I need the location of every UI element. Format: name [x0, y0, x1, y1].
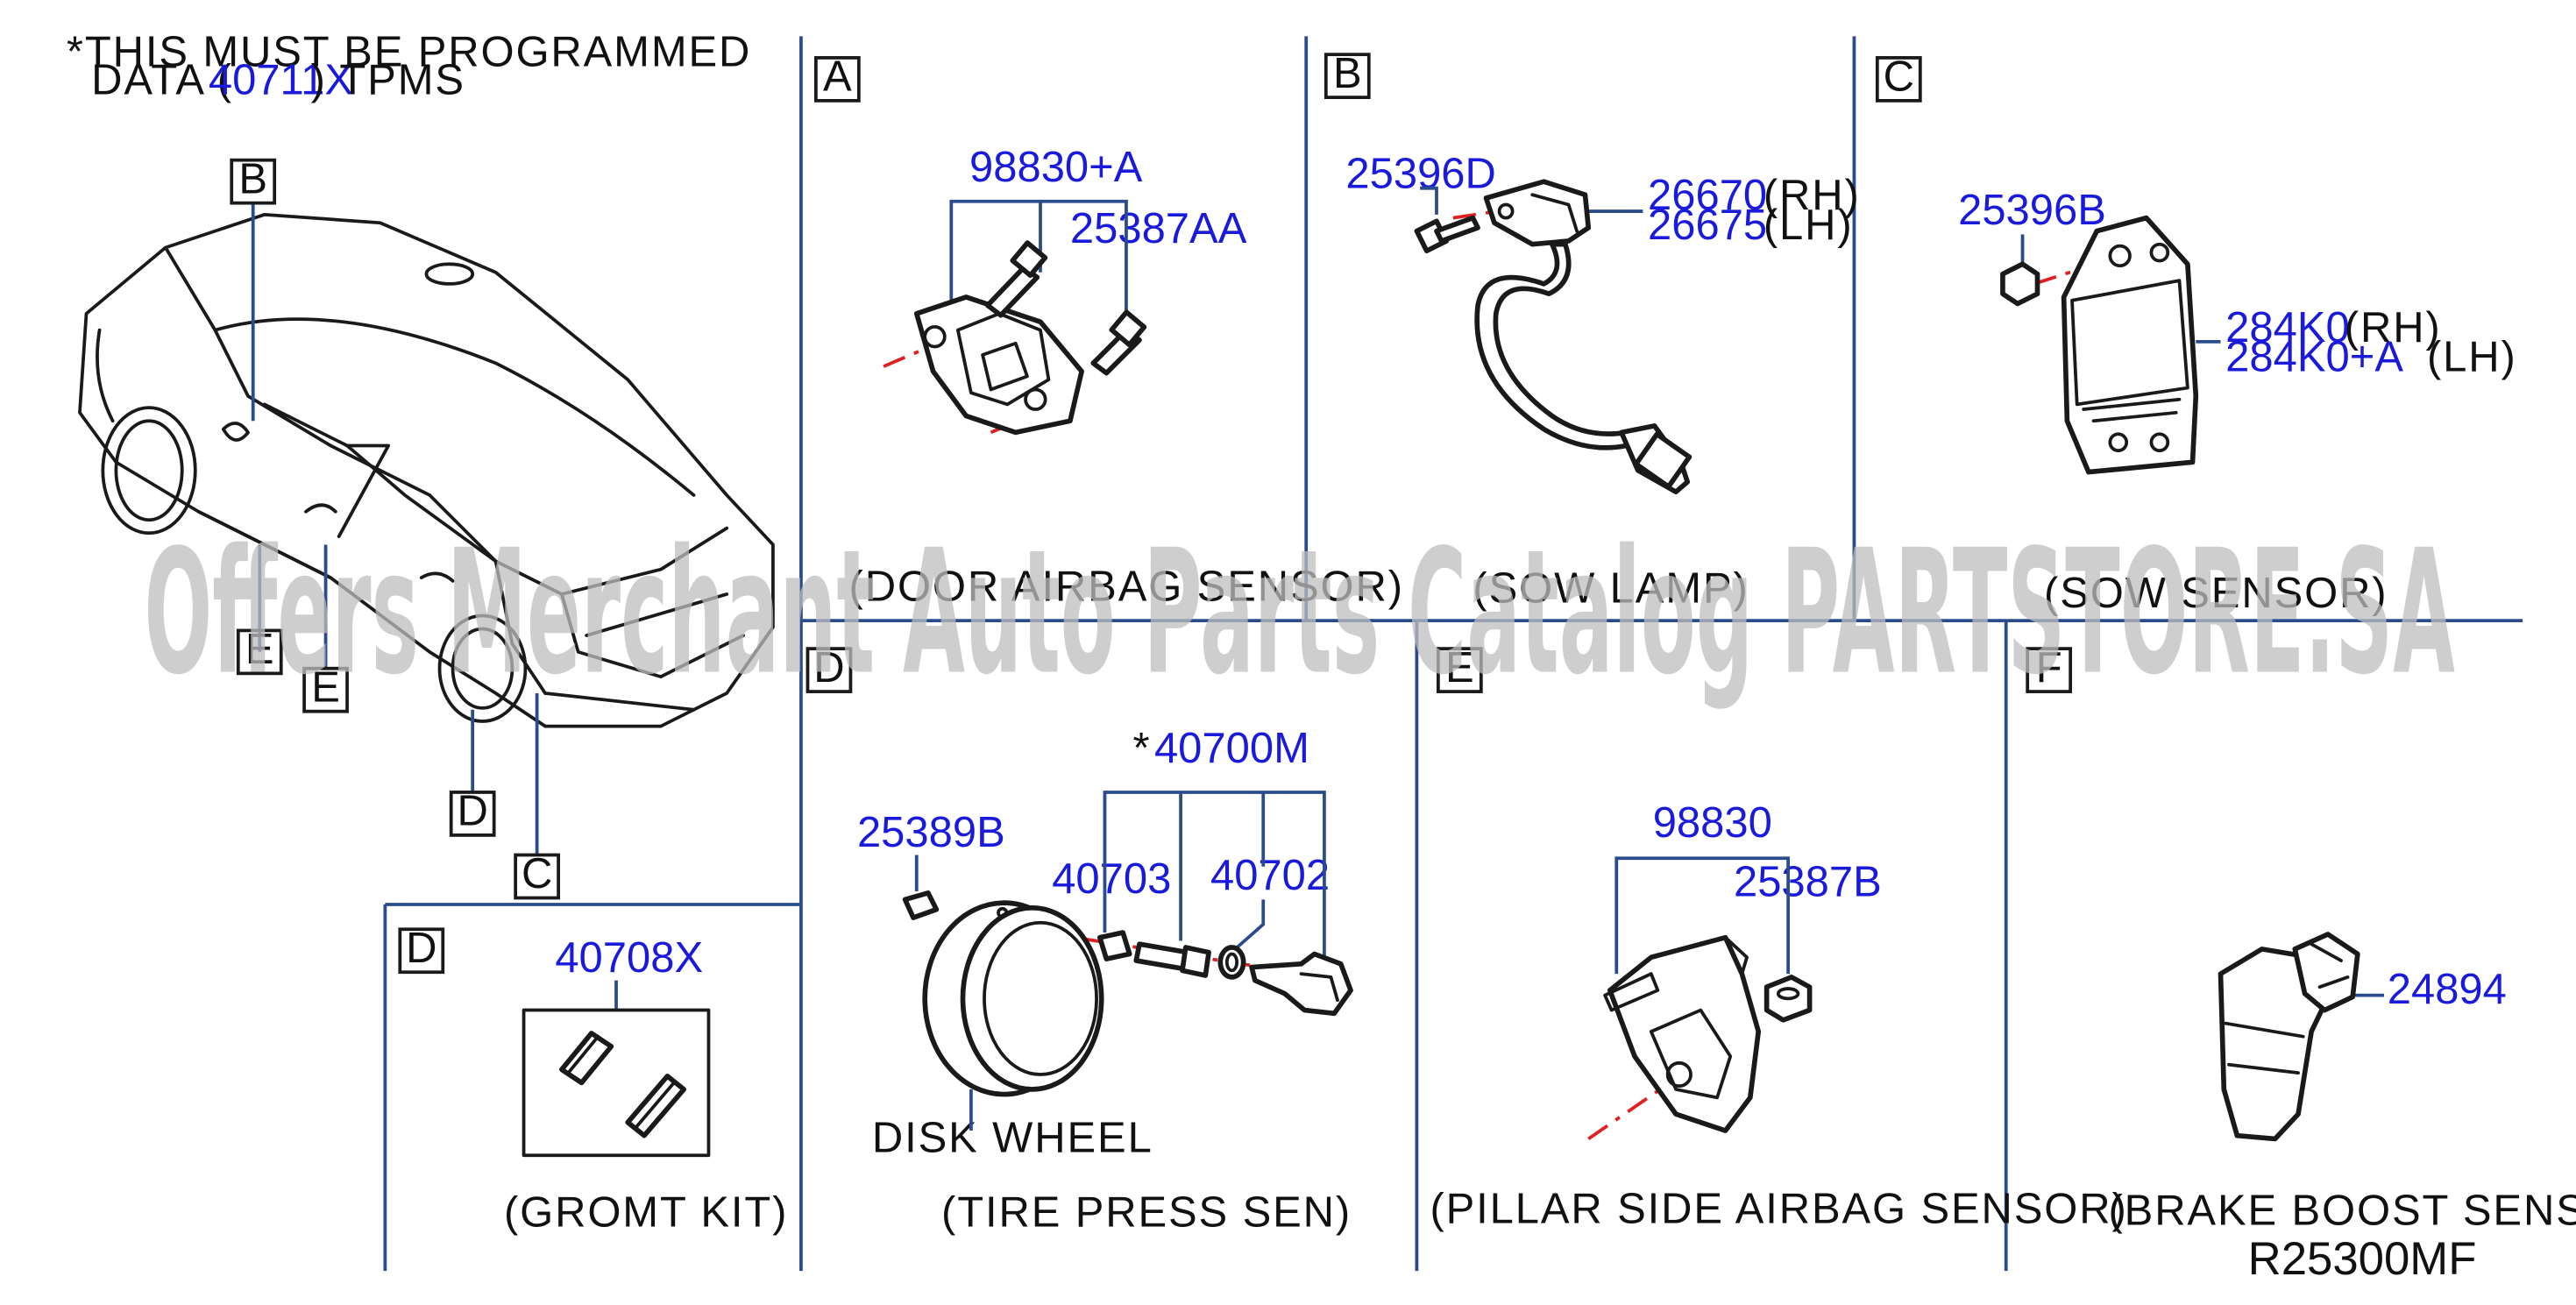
panel-grid [383, 36, 2523, 1272]
panel-c-letter: C [1884, 53, 1914, 101]
bolt-25387aa [984, 240, 1147, 376]
programming-note: *THIS MUST BE PROGRAMMED DATA ( 40711X )… [67, 28, 751, 103]
panel-f-caption: (BRAKE BOOST SENSOR) [2108, 1187, 2576, 1234]
nut-25396b [2000, 261, 2040, 307]
disk-wheel-label: DISK WHEEL [872, 1115, 1153, 1162]
panel-d-caption: (TIRE PRESS SEN) [941, 1188, 1352, 1236]
part-number-40700m[interactable]: 40700M [1154, 725, 1309, 772]
nut-25387b [1763, 975, 1813, 1023]
panel-d-small-caption: (GROMT KIT) [504, 1188, 788, 1236]
grommet-40702 [1217, 945, 1246, 980]
panel-d-letter: D [813, 644, 844, 692]
note-data-prefix: DATA ( [91, 56, 233, 103]
part-number-25387b[interactable]: 25387B [1734, 859, 1882, 906]
note-data-suffix: ) TPMS [311, 56, 465, 103]
brake-boost-sensor [2218, 932, 2360, 1142]
callout-c[interactable]: C [522, 850, 552, 897]
part-number-25389b[interactable]: 25389B [857, 809, 1005, 856]
part-number-26670[interactable]: 26670 [1648, 172, 1767, 219]
part-number-26675[interactable]: 26675 [1648, 202, 1767, 249]
part-number-25387aa[interactable]: 25387AA [1070, 205, 1247, 252]
sow-sensor-unit [2061, 215, 2199, 475]
cap-25389b [902, 890, 940, 920]
panel-b-caption: (SOW LAMP) [1473, 564, 1749, 612]
valve-stem [1133, 941, 1211, 978]
panel-c-sow-sensor: C 25396B 284K0 284K0+A (RH) (LH) (SOW SE… [1875, 53, 2517, 617]
callout-d[interactable]: D [457, 788, 487, 835]
panel-c-caption: (SOW SENSOR) [2044, 570, 2388, 617]
part-number-25396b[interactable]: 25396B [1958, 187, 2106, 234]
part-number-40708x[interactable]: 40708X [555, 934, 703, 982]
part-number-284k0[interactable]: 284K0 [2225, 304, 2350, 351]
panel-a-caption: (DOOR AIRBAG SENSOR) [849, 564, 1404, 611]
part-number-40711x[interactable]: 40711X [209, 56, 353, 103]
panel-d-gromt-kit: D 40708X (GROMT KIT) [398, 925, 788, 1236]
door-airbag-sensor [913, 294, 1084, 436]
side-lh: (LH) [2427, 334, 2517, 381]
panel-f-letter: F [2036, 644, 2062, 692]
panel-e-caption: (PILLAR SIDE AIRBAG SENSOR) [1430, 1185, 2127, 1232]
callout-b[interactable]: B [238, 155, 267, 202]
vehicle-overview: B E E D C [78, 155, 775, 900]
side-lh: (LH) [1763, 202, 1854, 249]
panel-b-sow-lamp: B 25396D 26670 26675 (RH) (LH) (SOW LAMP… [1323, 50, 1861, 612]
callout-e-2[interactable]: E [311, 663, 340, 711]
panel-a-letter: A [823, 53, 852, 101]
pillar-airbag-sensor [1603, 934, 1762, 1133]
side-lamp-assembly [1474, 179, 1692, 495]
panel-e-letter: E [1445, 644, 1474, 692]
part-number-40702[interactable]: 40702 [1210, 852, 1330, 899]
side-rh: (RH) [2345, 304, 2442, 351]
panel-a-door-airbag-sensor: A 98830+A 25387AA (DOOR AIRBAG SENSOR) [814, 53, 1404, 611]
screw-25396d [1414, 215, 1480, 254]
gromt-kit-box [522, 1008, 711, 1158]
asterisk-mark: * [1132, 725, 1151, 772]
watermark-text: Offers Merchant Auto Parts Catalog PARTS… [144, 513, 2455, 713]
side-rh: (RH) [1763, 172, 1861, 219]
part-number-98830-a[interactable]: 98830+A [969, 144, 1143, 191]
note-line-1: *THIS MUST BE PROGRAMMED [67, 28, 751, 75]
diagram-code: R25300MF [2248, 1233, 2477, 1285]
panel-f-brake-boost-sensor: F 24894 (BRAKE BOOST SENSOR) [2026, 644, 2576, 1234]
disk-wheel [922, 900, 1104, 1097]
part-number-25396d[interactable]: 25396D [1345, 151, 1495, 198]
callout-e-1[interactable]: E [245, 626, 274, 673]
panel-d-small-letter: D [406, 925, 436, 972]
car-illustration [78, 212, 775, 728]
panel-e-pillar-side-airbag-sensor: E 98830 25387B (PILLAR SIDE AIRBAG SENSO… [1430, 644, 2127, 1233]
grommet-pieces [559, 1031, 687, 1138]
part-number-40703[interactable]: 40703 [1052, 855, 1171, 903]
valve-nut-40703 [1096, 930, 1132, 961]
part-number-98830[interactable]: 98830 [1653, 799, 1772, 847]
panel-d-tire-press-sen: D * 40700M 25389B 40703 40702 [805, 644, 1353, 1236]
panel-b-letter: B [1333, 50, 1362, 97]
part-number-284k0-a[interactable]: 284K0+A [2225, 334, 2403, 381]
part-number-24894[interactable]: 24894 [2388, 966, 2507, 1013]
tpms-sensor [1249, 951, 1353, 1017]
